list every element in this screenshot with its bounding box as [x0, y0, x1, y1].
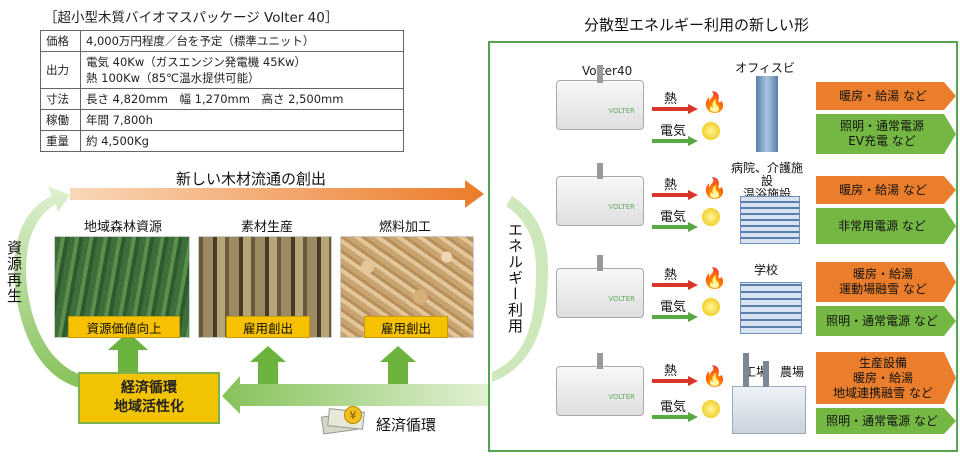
spec-row: 寸法 長さ 4,820mm 幅 1,270mm 高さ 2,500mm: [40, 88, 404, 110]
school-building-icon: [740, 282, 802, 334]
spec-key: 稼働: [40, 109, 81, 131]
right-vertical-label: エネルギー利用: [506, 222, 524, 334]
volter-machine-4: VOLTER: [556, 353, 644, 416]
elec-use-box: 照明・通常電源 EV充電 など: [816, 114, 956, 154]
hospital-building-icon: [740, 196, 800, 244]
elec-arrow: [652, 412, 698, 422]
volter-logo: VOLTER: [608, 295, 635, 303]
heat-arrow: [652, 190, 698, 200]
badge-employment-2: 雇用創出: [364, 316, 448, 338]
bottom-green-arrow: [222, 376, 488, 414]
heat-use-box: 生産設備 暖房・給湯 地域連携融雪 など: [816, 352, 956, 404]
step-label-production: 素材生産: [240, 220, 293, 235]
elec-use-box: 非常用電源 など: [816, 208, 956, 244]
volter-logo: VOLTER: [608, 393, 635, 401]
badge-employment-1: 雇用創出: [226, 316, 310, 338]
heat-use-box: 暖房・給湯 など: [816, 176, 956, 204]
building-label: 学校: [753, 263, 778, 277]
spec-row: 価格 4,000万円程度／台を予定（標準ユニット）: [40, 30, 404, 52]
volter-machine-1: VOLTER: [556, 65, 644, 130]
elec-label: 電気: [660, 124, 687, 139]
elec-arrow: [652, 136, 698, 146]
volter-logo: VOLTER: [608, 107, 635, 115]
fire-icon: 🔥: [702, 266, 727, 290]
spec-value: 電気 40Kw（ガスエンジン発電機 45Kw） 熱 100Kw（85℃温水提供可…: [80, 51, 404, 89]
heat-label: 熱: [664, 178, 678, 193]
bulb-icon: [702, 298, 720, 316]
panel-title: 分散型エネルギー利用の新しい形: [584, 16, 810, 34]
factory-icon: [732, 353, 806, 434]
spec-value: 4,000万円程度／台を予定（標準ユニット）: [80, 30, 404, 52]
heat-use-box: 暖房・給湯 など: [816, 82, 956, 110]
spec-key: 出力: [40, 51, 81, 89]
machine-label: Volter40: [582, 64, 633, 78]
volter-machine-2: VOLTER: [556, 163, 644, 226]
heat-use-box: 暖房・給湯 運動場融雪 など: [816, 262, 956, 302]
fire-icon: 🔥: [702, 176, 727, 200]
heat-label: 熱: [664, 268, 678, 283]
heat-label: 熱: [664, 92, 678, 107]
up-arrow-2: [250, 346, 286, 373]
up-arrow-1: [108, 332, 148, 373]
right-curve-arrow: [492, 196, 548, 382]
elec-label: 電気: [660, 300, 687, 315]
elec-label: 電気: [660, 400, 687, 415]
spec-row: 重量 約 4,500Kg: [40, 130, 404, 152]
spec-value: 長さ 4,820mm 幅 1,270mm 高さ 2,500mm: [80, 88, 404, 110]
spec-value: 約 4,500Kg: [80, 130, 404, 152]
elec-arrow: [652, 222, 698, 232]
building-label: 工場 農場: [743, 365, 804, 379]
volter-machine-3: VOLTER: [556, 255, 644, 318]
energy-panel: [488, 41, 958, 452]
elec-use-box: 照明・通常電源 など: [816, 408, 956, 434]
economic-cycle-box: 経済循環 地域活性化: [78, 372, 220, 424]
fire-icon: 🔥: [702, 90, 727, 114]
bulb-icon: [702, 400, 720, 418]
heat-arrow: [652, 280, 698, 290]
spec-row: 稼働 年間 7,800h: [40, 109, 404, 131]
bulb-icon: [702, 122, 720, 140]
bulb-icon: [702, 208, 720, 226]
step-label-processing: 燃料加工: [378, 220, 431, 235]
bottom-flow-label: 経済循環: [376, 416, 437, 434]
elec-arrow: [652, 312, 698, 322]
volter-logo: VOLTER: [608, 203, 635, 211]
badge-resource-value: 資源価値向上: [68, 316, 180, 338]
heat-arrow: [652, 104, 698, 114]
spec-table: 価格 4,000万円程度／台を予定（標準ユニット） 出力 電気 40Kw（ガスエ…: [40, 30, 404, 152]
elec-use-box: 照明・通常電源 など: [816, 306, 956, 336]
money-icon: ¥: [320, 404, 365, 435]
heat-arrow: [652, 376, 698, 386]
left-vertical-label: 資源再生: [5, 240, 23, 304]
office-building-icon: [756, 76, 778, 152]
top-flow-label: 新しい木材流通の創出: [176, 170, 327, 188]
heat-label: 熱: [664, 364, 678, 379]
elec-label: 電気: [660, 210, 687, 225]
top-orange-arrow: [70, 180, 484, 208]
left-curve-arrow: [14, 186, 84, 388]
step-label-forest: 地域森林資源: [83, 220, 162, 235]
spec-row: 出力 電気 40Kw（ガスエンジン発電機 45Kw） 熱 100Kw（85℃温水…: [40, 51, 404, 89]
spec-title: ［超小型木質バイオマスパッケージ Volter 40］: [44, 10, 339, 26]
fire-icon: 🔥: [702, 364, 727, 388]
up-arrow-3: [380, 346, 416, 380]
